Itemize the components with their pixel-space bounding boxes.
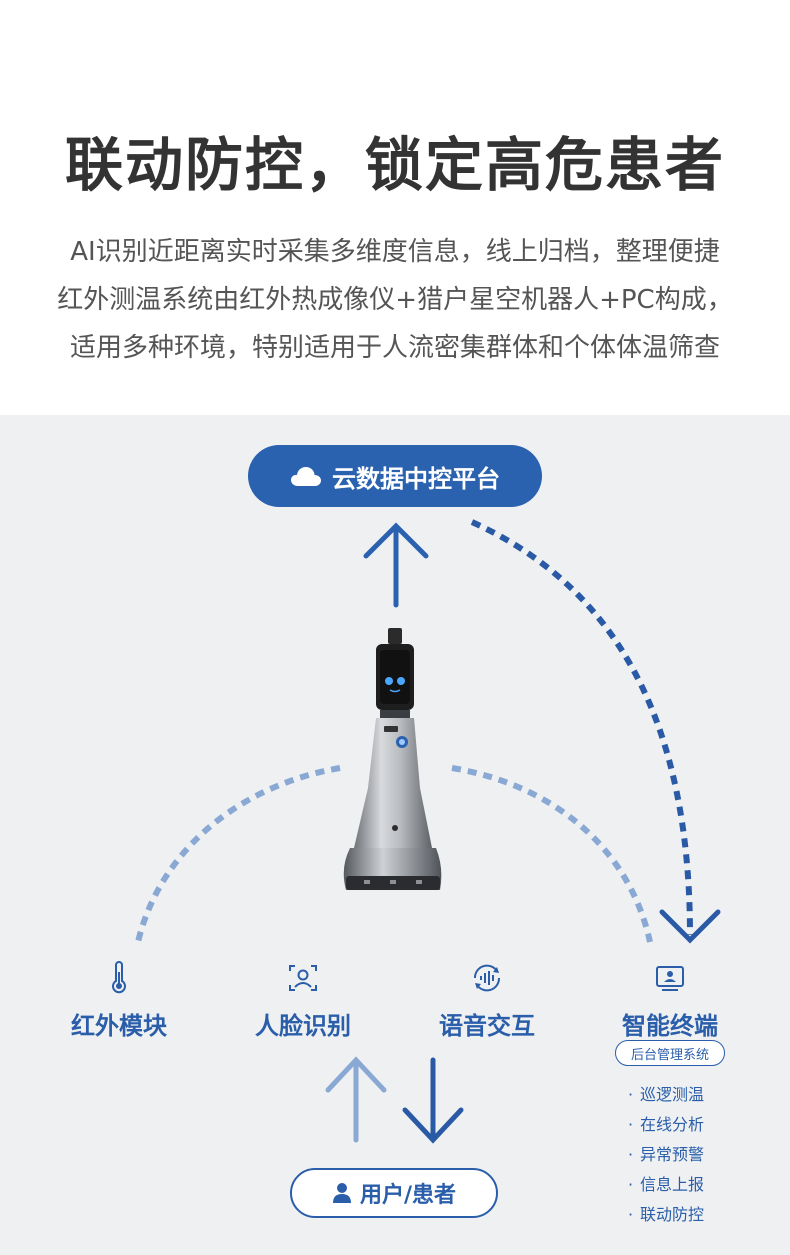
voice-wave-icon xyxy=(473,964,501,992)
robot-illustration xyxy=(343,628,442,890)
module-face-recognition: 人脸识别 xyxy=(228,960,378,1041)
dashed-arc-right xyxy=(451,765,653,943)
terminal-feature-list: ·巡逻测温 ·在线分析 ·异常预警 ·信息上报 ·联动防控 xyxy=(628,1080,778,1230)
arrow-up-light xyxy=(325,1056,387,1143)
arrow-down-to-terminal xyxy=(659,909,721,944)
cloud-platform-label: 云数据中控平台 xyxy=(332,464,500,493)
module-label: 智能终端 xyxy=(622,1012,718,1040)
cloud-icon xyxy=(291,467,321,486)
list-item: ·异常预警 xyxy=(628,1145,705,1164)
user-patient-node: 用户/患者 xyxy=(290,1168,498,1218)
terminal-subtag: 后台管理系统 xyxy=(615,1040,725,1066)
list-item: ·联动防控 xyxy=(628,1205,705,1224)
list-item: ·在线分析 xyxy=(628,1115,705,1134)
module-voice-interaction: 语音交互 xyxy=(412,960,562,1041)
arrow-down-dark xyxy=(402,1057,464,1144)
description-line: 适用多种环境，特别适用于人流密集群体和个体体温筛查 xyxy=(69,333,720,363)
description-line: 红外测温系统由红外热成像仪+猎户星空机器人+PC构成， xyxy=(57,285,733,315)
hero-section: 联动防控，锁定高危患者 AI识别近距离实时采集多维度信息，线上归档，整理便捷 红… xyxy=(0,0,790,415)
module-label: 红外模块 xyxy=(71,1012,167,1040)
thermometer-icon xyxy=(112,961,126,994)
user-patient-label: 用户/患者 xyxy=(359,1183,457,1208)
description-line: AI识别近距离实时采集多维度信息，线上归档，整理便捷 xyxy=(70,237,720,267)
monitor-user-icon xyxy=(656,966,684,991)
module-label: 语音交互 xyxy=(439,1012,535,1040)
user-icon xyxy=(332,1183,351,1203)
face-scan-icon xyxy=(289,965,317,991)
module-label: 人脸识别 xyxy=(255,1012,351,1040)
list-item: ·信息上报 xyxy=(628,1175,705,1194)
page-title: 联动防控，锁定高危患者 xyxy=(64,131,725,199)
module-infrared: 红外模块 xyxy=(44,960,194,1041)
cloud-platform-node: 云数据中控平台 xyxy=(248,445,542,507)
list-item: ·巡逻测温 xyxy=(628,1085,705,1104)
dotted-curve-cloud-to-terminal xyxy=(470,519,693,936)
hero-description: AI识别近距离实时采集多维度信息，线上归档，整理便捷 红外测温系统由红外热成像仪… xyxy=(0,228,790,372)
dashed-arc-left xyxy=(135,765,341,943)
module-smart-terminal: 智能终端 xyxy=(595,960,745,1041)
arrow-up-to-cloud xyxy=(363,522,429,608)
